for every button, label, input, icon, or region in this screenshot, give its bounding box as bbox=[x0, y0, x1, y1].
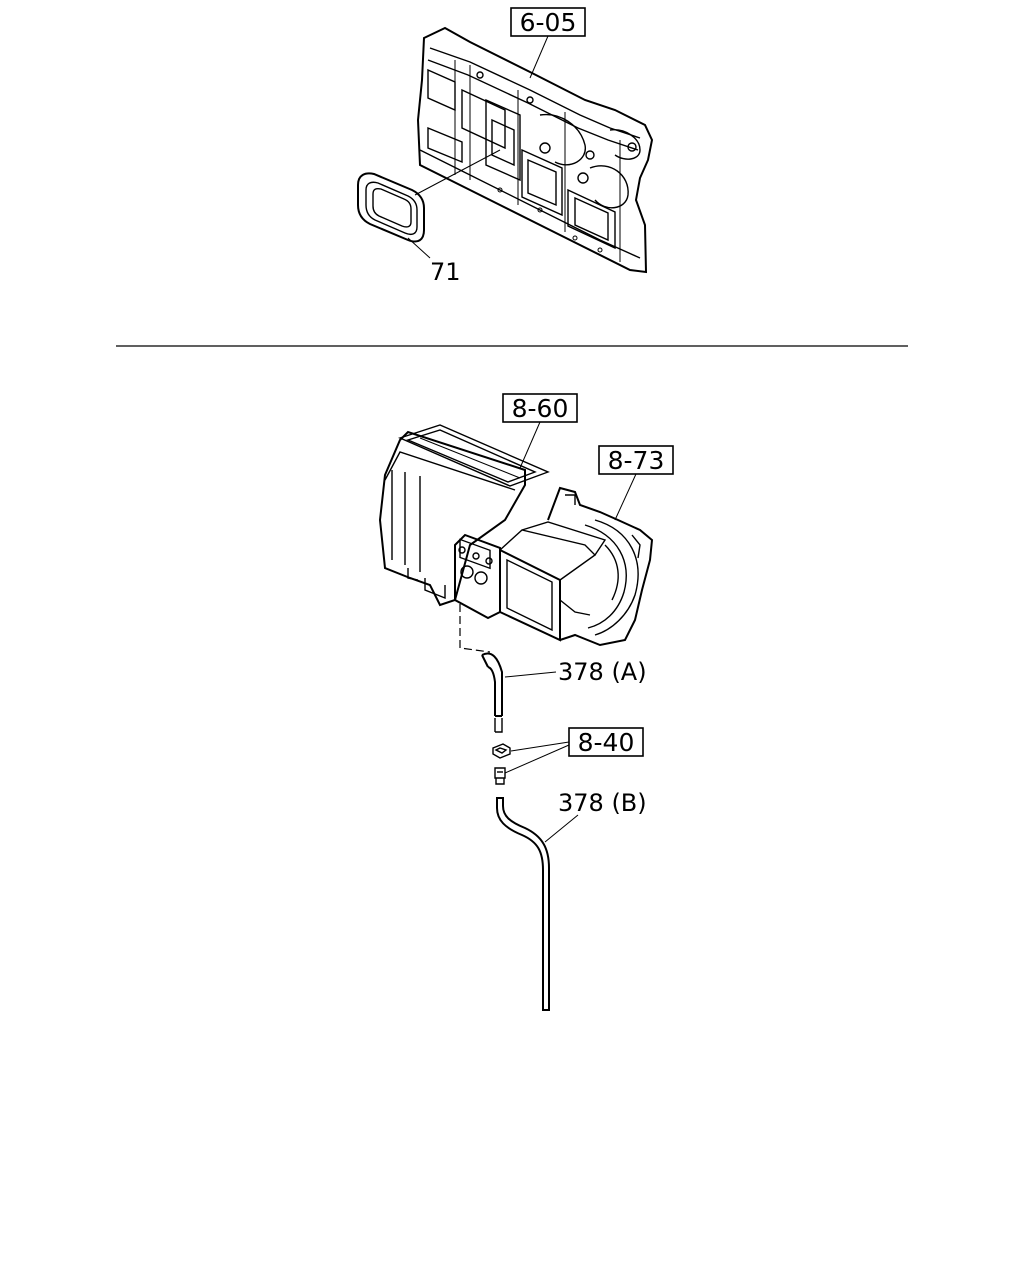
leader-line bbox=[544, 814, 579, 843]
ref-box-6-05: 6-05 bbox=[510, 7, 586, 37]
ref-box-8-40: 8-40 bbox=[568, 727, 644, 757]
heater-unit-illustration bbox=[378, 424, 654, 647]
part-label-71: 71 bbox=[430, 258, 461, 286]
clip-parts bbox=[492, 743, 511, 785]
drain-path bbox=[459, 604, 491, 653]
ref-box-8-60: 8-60 bbox=[502, 393, 578, 423]
drain-hose-b bbox=[496, 797, 550, 1011]
svg-text:8-73: 8-73 bbox=[608, 446, 665, 475]
svg-text:8-40: 8-40 bbox=[578, 728, 635, 757]
drain-hose-a bbox=[481, 652, 503, 733]
leader-line bbox=[529, 35, 549, 79]
leader-line bbox=[504, 744, 570, 774]
leader-line bbox=[510, 741, 570, 752]
leader-line bbox=[414, 149, 501, 196]
leader-line bbox=[407, 237, 431, 259]
leader-line bbox=[504, 671, 557, 678]
leader-line bbox=[614, 473, 637, 521]
grommet-part-71 bbox=[357, 172, 425, 243]
part-label-378b: 378 (B) bbox=[558, 789, 647, 817]
ref-box-8-73: 8-73 bbox=[598, 445, 674, 475]
part-label-378a: 378 (A) bbox=[558, 658, 647, 686]
leader-line bbox=[519, 421, 541, 469]
dash-panel-illustration bbox=[416, 26, 654, 274]
svg-text:6-05: 6-05 bbox=[520, 8, 577, 37]
svg-text:8-60: 8-60 bbox=[512, 394, 569, 423]
